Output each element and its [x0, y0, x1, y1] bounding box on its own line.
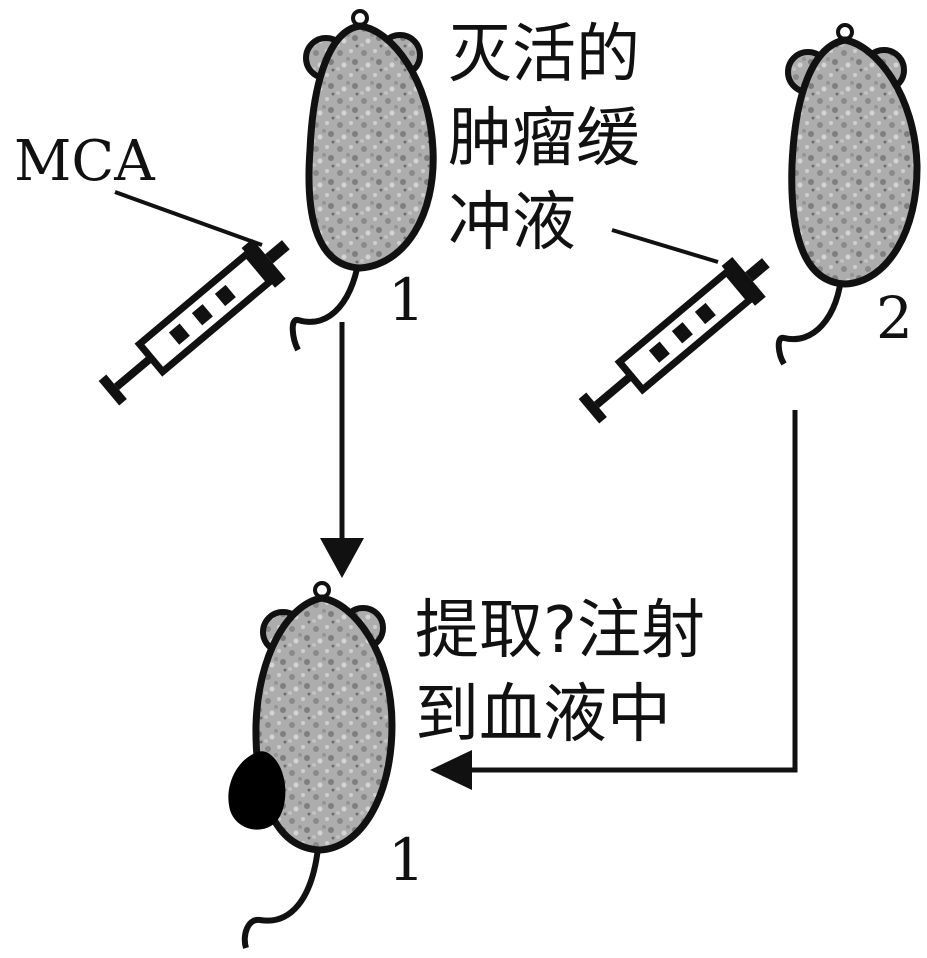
mouse-1-bottom-tail — [241, 847, 321, 949]
injection-text-line-1: 灭活的 — [448, 18, 640, 92]
injection-text-line-2: 肿瘤缓 — [448, 102, 640, 176]
transfer-text: 提取?注射 到血液中 — [415, 594, 705, 752]
tumor — [228, 751, 286, 830]
transfer-text-line-2: 到血液中 — [415, 678, 671, 752]
mouse-1-bottom: 1 — [228, 581, 425, 949]
syringe-1 — [98, 238, 290, 406]
mca-label: MCA — [14, 129, 155, 194]
mouse-1-top-number: 1 — [388, 266, 425, 334]
arrow-down — [320, 322, 364, 578]
buffer-pointer-line — [611, 228, 719, 264]
mouse-2-number: 2 — [876, 284, 913, 352]
mouse-1-body — [303, 9, 437, 272]
injection-text-line-3: 冲液 — [448, 186, 576, 260]
mouse-1-bottom-number: 1 — [388, 826, 425, 894]
mouse-1-bottom-body — [252, 581, 396, 854]
syringe-2 — [578, 256, 770, 424]
mouse-2-tail — [775, 269, 845, 366]
mouse-1-top: 1 — [289, 9, 437, 352]
injection-text: 灭活的 肿瘤缓 冲液 — [448, 18, 640, 260]
arrow-left — [430, 410, 798, 790]
transfer-text-line-1: 提取?注射 — [415, 594, 705, 668]
mouse-2-body — [785, 23, 921, 288]
mouse-2: 2 — [775, 23, 921, 366]
mouse-1-tail — [289, 249, 363, 352]
mca-pointer-line — [114, 190, 263, 247]
